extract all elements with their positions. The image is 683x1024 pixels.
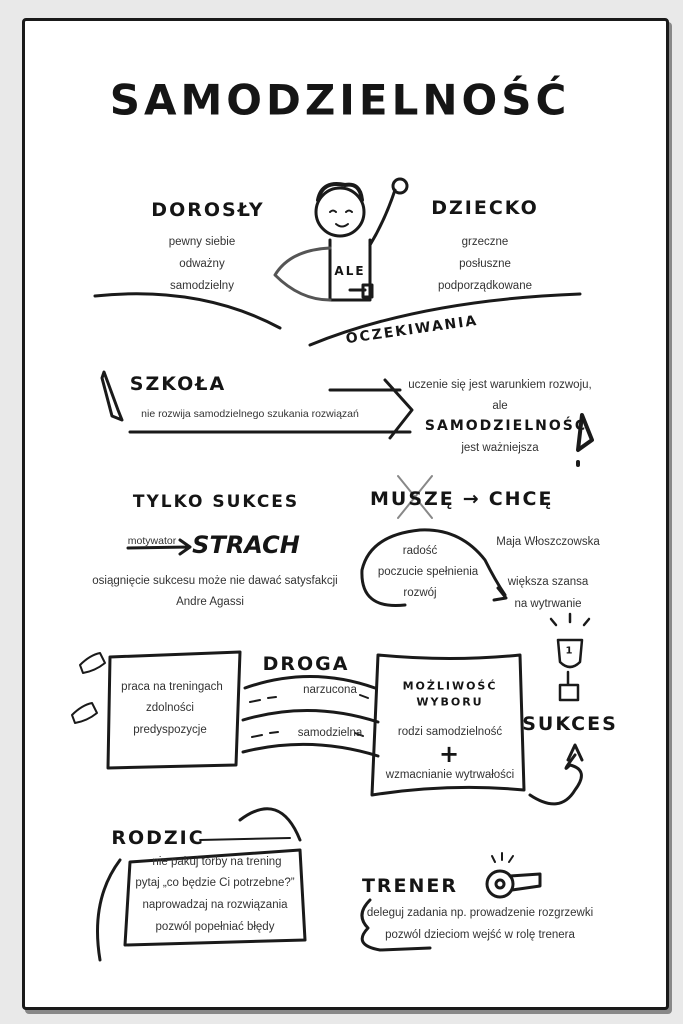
start-item: predyspozycje (133, 724, 207, 736)
child-trait: posłuszne (459, 258, 511, 270)
must-want-result: na wytrwanie (514, 598, 582, 610)
parent-tip: naprowadzaj na rozwiązania (142, 899, 288, 911)
school-conclusion: ale (492, 400, 508, 412)
plus-icon: + (438, 740, 462, 768)
start-box (106, 650, 242, 770)
motivator-label: motywator (127, 535, 177, 547)
school-arrow (128, 378, 414, 440)
trophy-number: 1 (565, 645, 575, 657)
choice-heading: WYBORU (416, 695, 484, 709)
road-independent: samodzielna (297, 727, 363, 739)
adult-trait: pewny siebie (168, 236, 236, 248)
start-item: zdolności (146, 702, 194, 714)
goal-success: SUKCES (522, 713, 618, 735)
parent-heading: RODZIC (111, 827, 205, 849)
benefit: poczucie spełnienia (377, 566, 479, 578)
child-trait: podporządkowane (438, 280, 532, 292)
arrow-icon: → (462, 488, 481, 510)
shoes-icon (71, 652, 106, 724)
school-conclusion-end: jest ważniejsza (461, 442, 539, 454)
road-imposed: narzucona (303, 684, 357, 696)
success-arrow (528, 743, 584, 806)
adult-heading: DOROSŁY (151, 199, 265, 221)
must-want-author: Maja Włoszczowska (496, 536, 600, 548)
school-note: nie rozwija samodzielnego szukania rozwi… (141, 408, 359, 420)
parent-tip: pytaj „co będzie Ci potrzebne?” (135, 877, 295, 889)
whistle-icon (485, 852, 542, 899)
divider-right (308, 292, 582, 347)
start-item: praca na treningach (121, 681, 223, 693)
motivator-fear: STRACH (192, 531, 300, 559)
only-success-note: osiągnięcie sukcesu może nie dawać satys… (92, 575, 338, 587)
motivator-arrow (126, 538, 192, 556)
must-word: MUSZĘ (370, 488, 455, 510)
must-want-heading: MUSZĘ → CHCĘ (370, 488, 553, 510)
page-title: SAMODZIELNOŚĆ (109, 75, 571, 125)
school-conclusion: uczenie się jest warunkiem rozwoju, (408, 379, 592, 391)
coach-bracket (360, 898, 432, 952)
benefit: rozwój (403, 587, 437, 599)
only-success-author: Andre Agassi (176, 596, 244, 608)
shirt-label: ALE (334, 264, 366, 278)
child-trait: grzeczne (461, 236, 509, 248)
school-heading: SZKOŁA (129, 373, 227, 395)
pencil-icon (100, 370, 124, 422)
benefit: radość (402, 545, 438, 557)
parent-tip: nie pakuj torby na trening (152, 856, 282, 868)
must-want-result: większa szansa (507, 576, 589, 588)
loop-arrow (360, 528, 508, 608)
coach-heading: TRENER (361, 875, 459, 897)
coach-tip: deleguj zadania np. prowadzenie rozgrzew… (366, 907, 594, 919)
adult-trait: odważny (179, 258, 225, 270)
choice-box (370, 653, 526, 797)
bag-illustration (96, 807, 307, 962)
parent-tip: pozwól popełniać błędy (155, 921, 275, 933)
child-heading: DZIECKO (431, 197, 539, 219)
cross-mark (397, 475, 433, 519)
divider-left (93, 292, 282, 330)
road (241, 675, 380, 758)
trophy-icon (549, 612, 591, 702)
boy-hero-illustration (273, 177, 409, 302)
road-label: DROGA (262, 653, 350, 675)
only-success-heading: TYLKO SUKCES (132, 492, 300, 512)
choice-heading: MOŻLIWOŚĆ (402, 679, 498, 693)
adult-trait: samodzielny (170, 280, 234, 292)
coach-tip: pozwól dzieciom wejść w rolę trenera (385, 929, 575, 941)
school-emphasis: SAMODZIELNOŚĆ (424, 418, 588, 434)
want-word: CHCĘ (488, 488, 554, 510)
choice-item: wzmacnianie wytrwałości (385, 769, 515, 781)
choice-item: rodzi samodzielność (397, 726, 503, 738)
